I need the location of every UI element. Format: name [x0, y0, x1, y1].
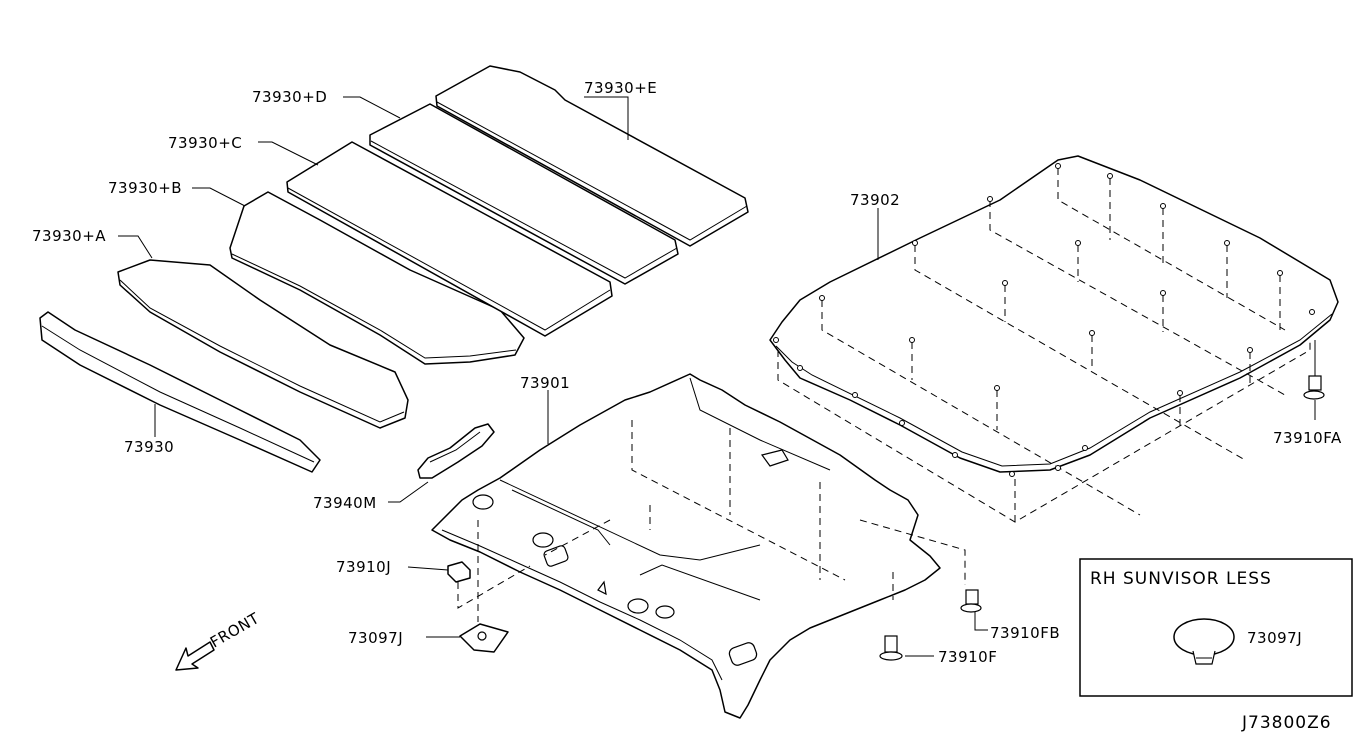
part-73097j-inset-cap[interactable] [1173, 618, 1235, 665]
part-73930-e-panel[interactable] [435, 65, 749, 247]
part-73910fa-clip[interactable] [1303, 340, 1325, 400]
part-73930-d-panel[interactable] [369, 103, 679, 285]
part-73910fb-clip[interactable] [960, 589, 982, 613]
part-73902-insulator[interactable] [769, 155, 1339, 523]
inset-rh-sunvisor-less: RH SUNVISOR LESS 73097J [1079, 558, 1353, 697]
part-73901-headlining[interactable] [431, 373, 966, 719]
label-73902: 73902 [850, 191, 900, 209]
part-73930-b-panel[interactable] [229, 191, 525, 365]
label-73910fb: 73910FB [990, 624, 1060, 642]
part-73930-strip[interactable] [39, 311, 321, 473]
part-73910j-clip[interactable] [447, 561, 471, 583]
front-label: FRONT [207, 609, 263, 652]
label-73940m: 73940M [313, 494, 377, 512]
label-73930-c: 73930+C [168, 134, 242, 152]
inset-title: RH SUNVISOR LESS [1090, 569, 1272, 589]
part-73930-c-panel[interactable] [286, 141, 613, 337]
label-73910fa: 73910FA [1273, 429, 1342, 447]
part-73097j-cap[interactable] [459, 623, 509, 653]
label-73910j: 73910J [336, 558, 391, 576]
label-73097j-inset: 73097J [1247, 629, 1302, 647]
front-arrow: FRONT [175, 609, 263, 671]
label-73930: 73930 [124, 438, 174, 456]
diagram-code: J73800Z6 [1241, 713, 1332, 733]
label-73930-e: 73930+E [584, 79, 657, 97]
part-73930-a-panel[interactable] [117, 259, 409, 429]
leader-lines [118, 96, 1316, 657]
part-73910f-clip[interactable] [879, 635, 903, 661]
label-73097j: 73097J [348, 629, 403, 647]
label-73910f: 73910F [938, 648, 997, 666]
label-73901: 73901 [520, 374, 570, 392]
part-73940m-handle[interactable] [417, 423, 495, 479]
label-73930-b: 73930+B [108, 179, 182, 197]
label-73930-a: 73930+A [32, 227, 106, 245]
label-73930-d: 73930+D [252, 88, 327, 106]
